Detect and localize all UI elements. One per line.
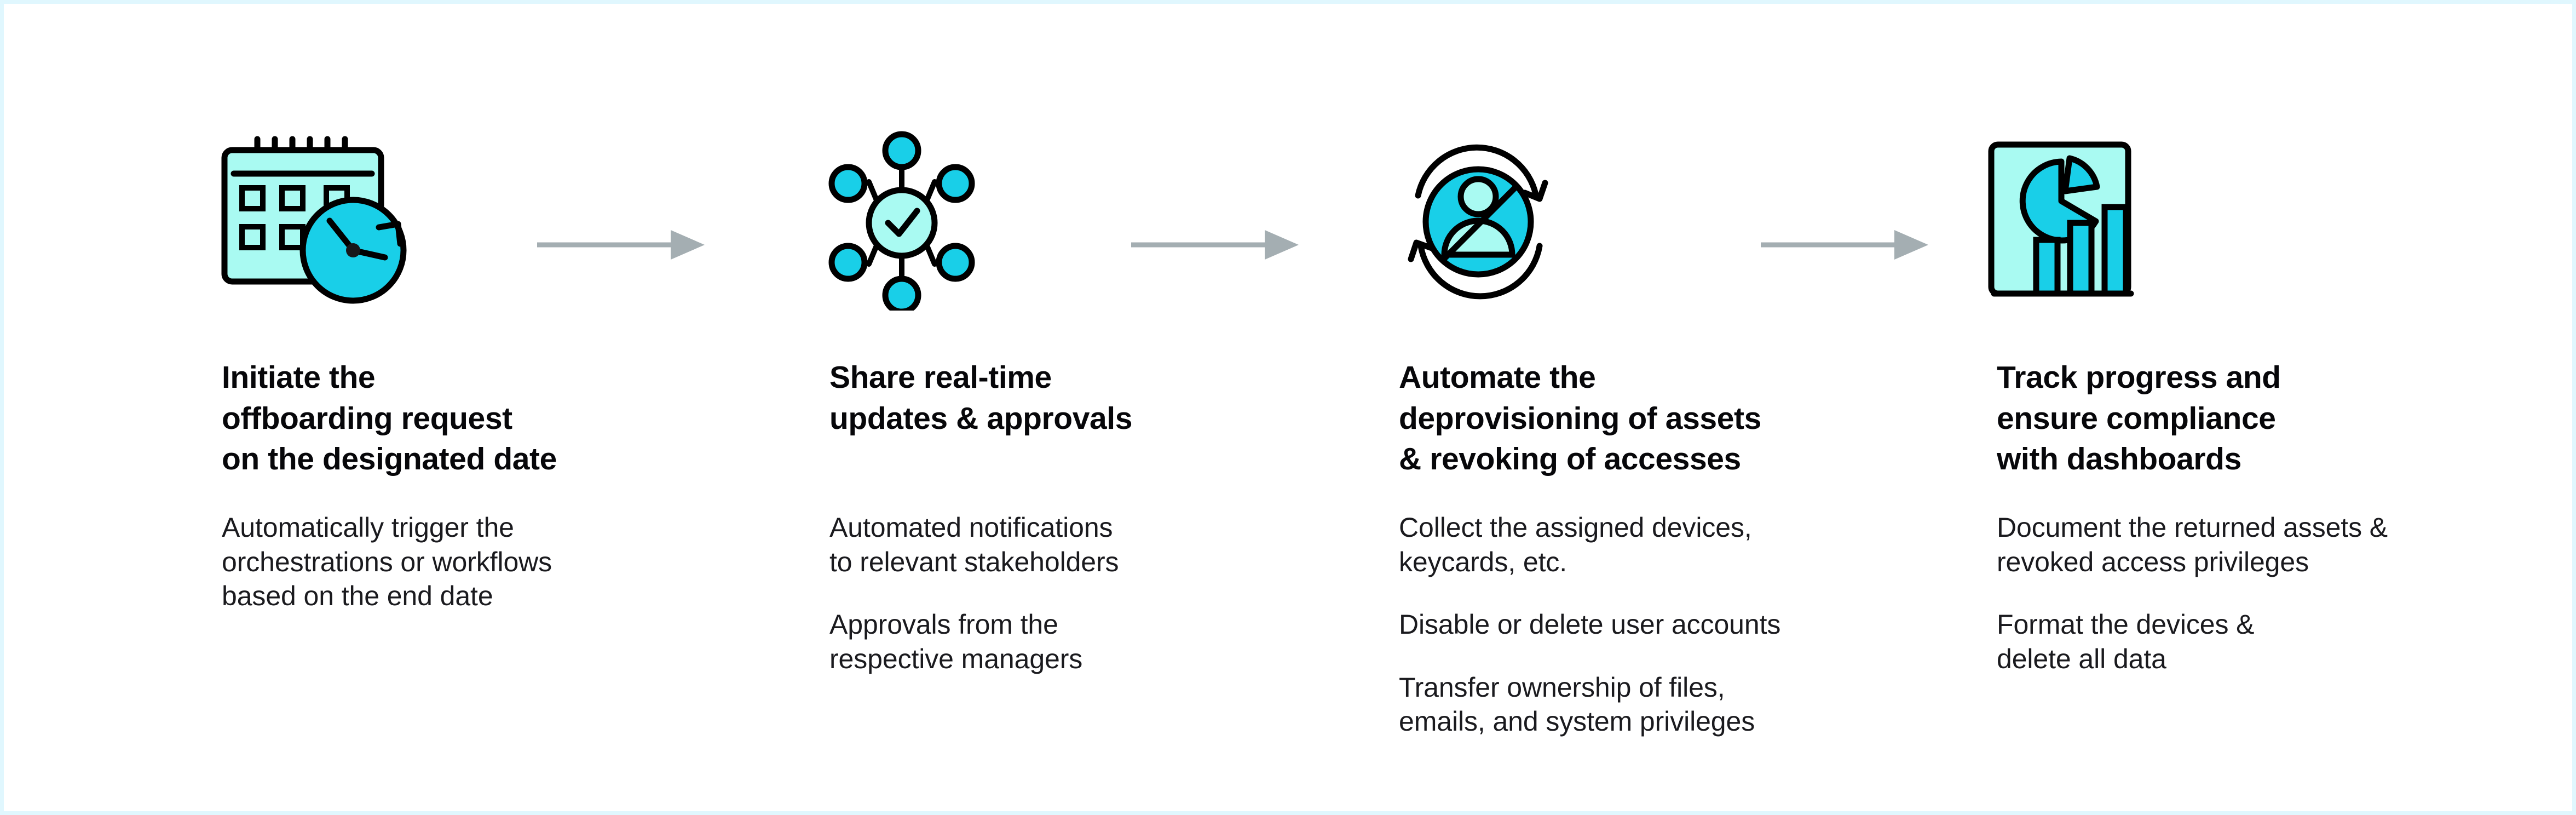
heading-line: & revoking of accesses: [1399, 441, 1741, 477]
item-line: Approvals from the: [829, 609, 1058, 640]
dashboard-report-icon: [1983, 130, 2202, 311]
list-item: Automated notifications to relevant stak…: [829, 510, 1246, 579]
list-item: Collect the assigned devices, keycards, …: [1399, 510, 1853, 579]
flow-arrow-3: [1759, 223, 1934, 267]
flow-arrow-1: [535, 223, 710, 267]
step-1-heading: Initiate the offboarding request on the …: [222, 357, 638, 480]
calendar-clock-icon: [217, 130, 436, 311]
list-item: Disable or delete user accounts: [1399, 607, 1853, 642]
item-line: Format the devices &: [1997, 609, 2255, 640]
heading-line: offboarding request: [222, 400, 512, 436]
step-4-heading: Track progress and ensure compliance wit…: [1997, 357, 2429, 480]
item-line: Automatically trigger the: [222, 512, 514, 543]
step-3-detail-list: Collect the assigned devices, keycards, …: [1399, 510, 1853, 739]
step-4-detail-list: Document the returned assets & revoked a…: [1997, 510, 2451, 676]
heading-line: Automate the: [1399, 360, 1596, 395]
item-line: Document the returned assets &: [1997, 512, 2388, 543]
item-line: Transfer ownership of files,: [1399, 671, 1725, 703]
list-item: Automatically trigger the orchestrations…: [222, 510, 638, 613]
step-3-heading: Automate the deprovisioning of assets & …: [1399, 357, 1848, 480]
item-line: respective managers: [829, 643, 1083, 674]
heading-line: with dashboards: [1997, 441, 2241, 477]
user-revoke-refresh-icon: [1384, 130, 1603, 311]
network-hub-check-icon: [809, 130, 1028, 311]
item-line: to relevant stakeholders: [829, 546, 1119, 577]
heading-line: updates & approvals: [829, 400, 1133, 436]
heading-line: Track progress and: [1997, 360, 2281, 395]
item-line: Collect the assigned devices,: [1399, 512, 1752, 543]
item-line: delete all data: [1997, 643, 2166, 674]
heading-line: Share real-time: [829, 360, 1052, 395]
list-item: Format the devices & delete all data: [1997, 607, 2451, 676]
item-line: Disable or delete user accounts: [1399, 609, 1781, 640]
item-line: Automated notifications: [829, 512, 1113, 543]
item-line: keycards, etc.: [1399, 546, 1568, 577]
step-1-detail-list: Automatically trigger the orchestrations…: [222, 510, 638, 613]
heading-line: deprovisioning of assets: [1399, 400, 1761, 436]
step-2-detail-list: Automated notifications to relevant stak…: [829, 510, 1246, 676]
list-item: Transfer ownership of files, emails, and…: [1399, 670, 1853, 739]
diagram-canvas: Initiate the offboarding request on the …: [4, 4, 2572, 811]
item-line: emails, and system privileges: [1399, 706, 1755, 737]
item-line: orchestrations or workflows: [222, 546, 552, 577]
heading-line: ensure compliance: [1997, 400, 2276, 436]
item-line: based on the end date: [222, 581, 493, 611]
list-item: Document the returned assets & revoked a…: [1997, 510, 2451, 579]
step-2-heading: Share real-time updates & approvals: [829, 357, 1246, 439]
item-line: revoked access privileges: [1997, 546, 2309, 577]
flow-arrow-2: [1129, 223, 1304, 267]
heading-line: on the designated date: [222, 441, 557, 477]
heading-line: Initiate the: [222, 360, 376, 395]
list-item: Approvals from the respective managers: [829, 607, 1246, 676]
